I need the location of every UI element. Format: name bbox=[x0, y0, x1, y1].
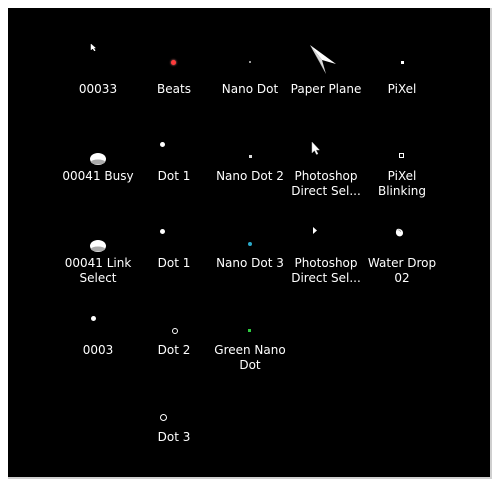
cursor-gallery-panel: 00033 Beats Nano Dot Pa bbox=[8, 8, 492, 479]
cursor-item-00041-link-select[interactable]: 00041 Link Select bbox=[60, 212, 136, 299]
cursor-item-0003[interactable]: 0003 bbox=[60, 299, 136, 386]
cursor-item-00033[interactable]: 00033 bbox=[60, 38, 136, 125]
tiny-dot-icon bbox=[212, 125, 288, 165]
cursor-label: Photoshop Direct Sel... bbox=[291, 256, 361, 285]
empty-cell bbox=[60, 386, 136, 473]
teal-dot-icon bbox=[212, 212, 288, 252]
cursor-item-pixel-blinking[interactable]: PiXel Blinking bbox=[364, 125, 440, 212]
cursor-label: Paper Plane bbox=[290, 82, 362, 96]
hollow-square-icon bbox=[364, 125, 440, 165]
cursor-item-dot-2[interactable]: Dot 2 bbox=[136, 299, 212, 386]
cursor-label: Nano Dot bbox=[221, 82, 279, 96]
cursor-label: Dot 1 bbox=[157, 169, 191, 183]
ring-icon bbox=[136, 299, 212, 339]
cursor-item-dot-1-b[interactable]: Dot 1 bbox=[136, 212, 212, 299]
cursor-label: Dot 3 bbox=[157, 430, 191, 444]
cursor-item-nano-dot[interactable]: Nano Dot bbox=[212, 38, 288, 125]
cursor-label: Nano Dot 2 bbox=[216, 169, 284, 183]
cursor-item-paper-plane[interactable]: Paper Plane bbox=[288, 38, 364, 125]
cursor-item-00041-busy[interactable]: 00041 Busy bbox=[60, 125, 136, 212]
green-dot-icon bbox=[212, 299, 288, 339]
cursor-item-pixel[interactable]: PiXel bbox=[364, 38, 440, 125]
cursor-label: Dot 2 bbox=[157, 343, 191, 357]
cursor-item-green-nano-dot[interactable]: Green Nano Dot bbox=[212, 299, 288, 386]
cursor-item-nano-dot-2[interactable]: Nano Dot 2 bbox=[212, 125, 288, 212]
dot-icon bbox=[136, 125, 212, 165]
cursor-label: Beats bbox=[157, 82, 191, 96]
paper-plane-icon bbox=[288, 38, 364, 78]
dot-icon bbox=[136, 212, 212, 252]
cursor-label: 00041 Busy bbox=[62, 169, 134, 183]
direct-select-arrow-icon bbox=[288, 125, 364, 165]
cursor-item-photoshop-direct-select-b[interactable]: Photoshop Direct Sel... bbox=[288, 212, 364, 299]
cursor-item-photoshop-direct-select[interactable]: Photoshop Direct Sel... bbox=[288, 125, 364, 212]
water-drop-icon bbox=[364, 212, 440, 252]
cursor-item-nano-dot-3[interactable]: Nano Dot 3 bbox=[212, 212, 288, 299]
pixel-dot-icon bbox=[364, 38, 440, 78]
blob-icon bbox=[60, 125, 136, 165]
cursor-item-beats[interactable]: Beats bbox=[136, 38, 212, 125]
red-dot-icon bbox=[136, 38, 212, 78]
cursor-label: PiXel bbox=[387, 82, 417, 96]
tiny-dot-icon bbox=[212, 38, 288, 78]
ring-icon bbox=[136, 386, 212, 426]
cursor-label: Water Drop 02 bbox=[367, 256, 437, 285]
empty-cell bbox=[288, 299, 364, 386]
cursor-label: 00033 bbox=[78, 82, 118, 96]
cursor-label: 0003 bbox=[82, 343, 114, 357]
cursor-label: Nano Dot 3 bbox=[216, 256, 284, 270]
cursor-label: 00041 Link Select bbox=[64, 256, 132, 285]
cursor-label: Photoshop Direct Sel... bbox=[291, 169, 361, 198]
blob-icon bbox=[60, 212, 136, 252]
cursor-item-water-drop-02[interactable]: Water Drop 02 bbox=[364, 212, 440, 299]
cursor-label: Green Nano Dot bbox=[214, 343, 286, 372]
small-arrow-icon bbox=[288, 212, 364, 252]
arrow-cursor-icon bbox=[60, 38, 136, 78]
cursor-item-dot-3[interactable]: Dot 3 bbox=[136, 386, 212, 473]
cursor-label: PiXel Blinking bbox=[377, 169, 426, 198]
cursor-label: Dot 1 bbox=[157, 256, 191, 270]
cursor-item-dot-1[interactable]: Dot 1 bbox=[136, 125, 212, 212]
cursor-grid: 00033 Beats Nano Dot Pa bbox=[60, 38, 440, 473]
dot-icon bbox=[60, 299, 136, 339]
empty-cell bbox=[364, 299, 440, 386]
